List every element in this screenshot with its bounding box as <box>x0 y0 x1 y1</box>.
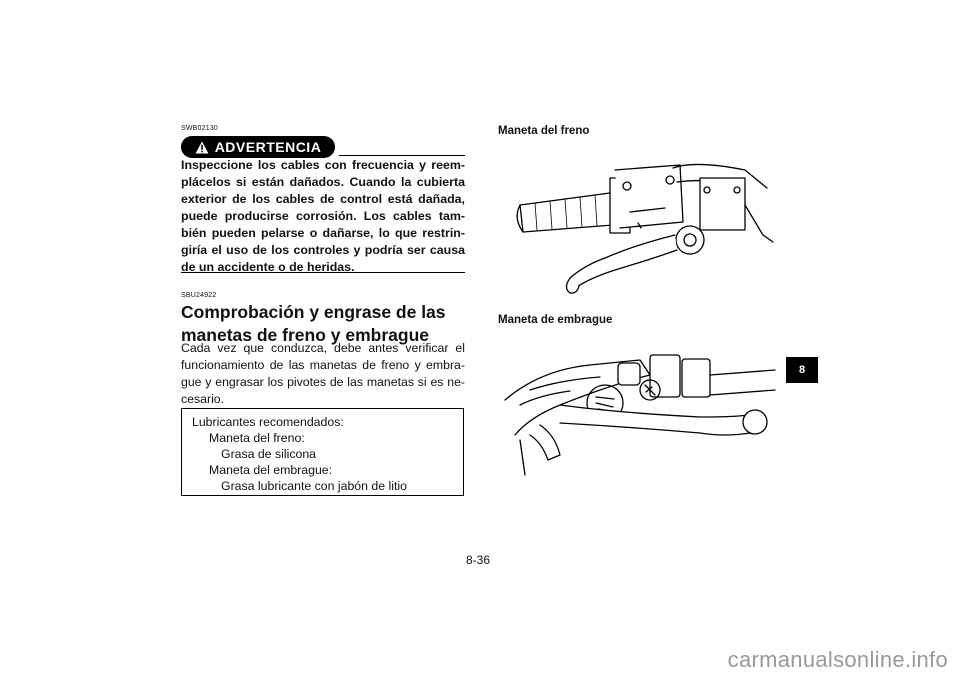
lubricants-heading: Lubricantes recomendados: <box>192 415 344 429</box>
warning-text: Inspeccione los cables con frecuencia y … <box>181 158 465 274</box>
clutch-lubricant-label: Maneta del embrague: <box>209 463 333 477</box>
section-body: Cada vez que conduzca, debe antes verifi… <box>181 341 465 406</box>
brake-lever-illustration <box>516 163 774 294</box>
page-number: 8-36 <box>466 553 491 567</box>
brake-lubricant-label: Maneta del freno: <box>209 431 305 445</box>
warning-code: SWB02130 <box>181 125 219 132</box>
brake-caption: Maneta del freno <box>498 125 590 137</box>
warning-header-rule <box>339 155 465 156</box>
brake-lubricant-value: Grasa de silicona <box>221 447 317 461</box>
clutch-lever-illustration <box>504 354 776 476</box>
lubricants-box: Lubricantes recomendados: Maneta del fre… <box>181 408 464 496</box>
section-tab: 8 <box>786 357 818 383</box>
clutch-lubricant-value: Grasa lubricante con jabón de litio <box>221 479 407 493</box>
footer-watermark: carmanualsonline.info <box>727 647 948 672</box>
clutch-caption: Maneta de embrague <box>498 314 613 326</box>
warning-triangle-icon <box>195 141 209 153</box>
warning-header: ADVERTENCIA <box>181 136 465 158</box>
warning-badge: ADVERTENCIA <box>181 136 335 158</box>
warning-end-rule <box>181 272 465 273</box>
section-title-line1: Comprobación y engrase de las <box>181 302 446 322</box>
section-code: SBU24922 <box>181 292 217 299</box>
section-title-line2: manetas de freno y embrague <box>181 325 429 345</box>
section-title: Comprobación y engrase de las manetas de… <box>181 301 465 347</box>
warning-label: ADVERTENCIA <box>214 139 322 155</box>
